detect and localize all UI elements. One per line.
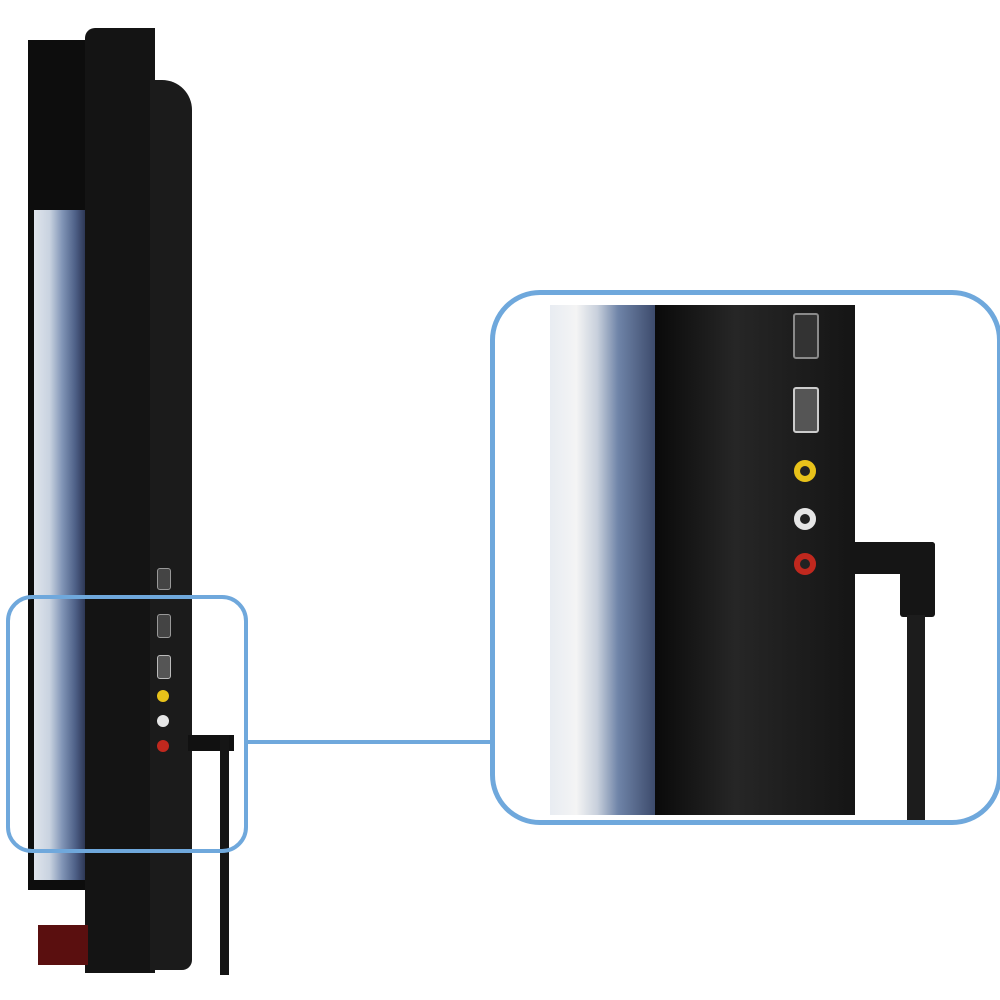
yellow-jack (157, 690, 169, 702)
hdmi-port-2 (157, 614, 171, 638)
zoom-white-jack (794, 508, 816, 530)
tv-red-indicator (38, 925, 88, 965)
zoom-red-jack (794, 553, 816, 575)
tv-bezel (85, 28, 155, 973)
callout-small (6, 595, 248, 853)
zoom-cable (907, 615, 925, 820)
white-jack (157, 715, 169, 727)
zoom-screen-image (550, 305, 655, 815)
tv-screen-image (34, 210, 86, 880)
usb-port (157, 655, 171, 679)
zoom-hdmi-port (793, 313, 819, 359)
tv-back-housing (150, 80, 192, 970)
zoom-usb-port (793, 387, 819, 433)
zoom-bezel (655, 305, 855, 815)
hdmi-port (157, 568, 171, 590)
red-jack (157, 740, 169, 752)
zoom-yellow-jack (794, 460, 816, 482)
callout-connector-line (244, 740, 492, 744)
cable (220, 735, 229, 975)
callout-large (490, 290, 1000, 825)
zoom-cable-plug-body (900, 542, 935, 617)
